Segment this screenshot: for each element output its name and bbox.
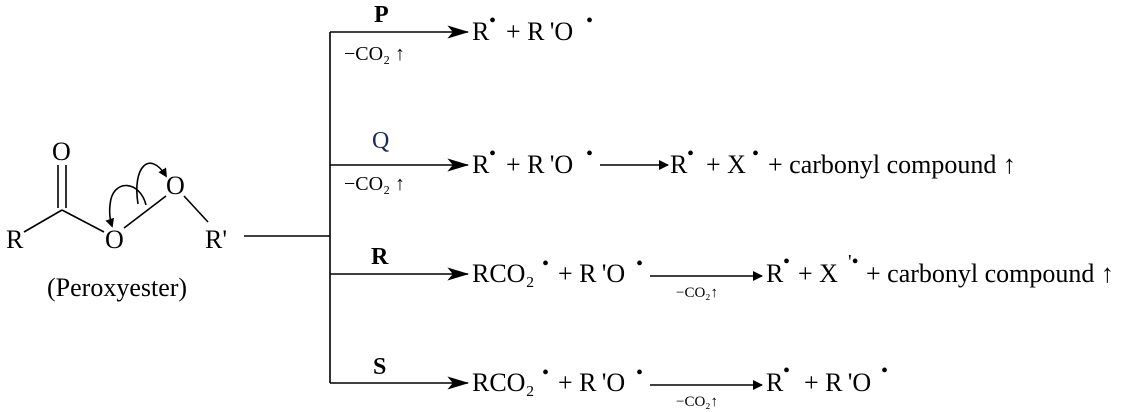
product-p-lead: R bbox=[472, 17, 490, 46]
atom-o-carbonyl: O bbox=[52, 137, 71, 166]
product-r-second-mid: + X bbox=[798, 259, 838, 288]
product-r-second-lead: R bbox=[766, 259, 784, 288]
product-q-lead: R bbox=[472, 150, 490, 179]
radical-dot-p2: • bbox=[586, 10, 593, 32]
bond-c-o-ester bbox=[61, 209, 105, 233]
product-q-second-mid: + X bbox=[706, 150, 746, 179]
product-q-rest: + R 'O bbox=[506, 150, 573, 179]
route-s: S RCO₂ • + R 'O • −CO₂↑ R • + R 'O • bbox=[330, 354, 888, 410]
radical-dot-s2: • bbox=[636, 362, 643, 384]
curved-arrow-lonepair-icon bbox=[136, 162, 167, 205]
atom-o-ester: O bbox=[105, 225, 124, 254]
peroxyester-caption: (Peroxyester) bbox=[47, 273, 187, 302]
route-label-s: S bbox=[373, 354, 386, 380]
product-s-second-lead: R bbox=[766, 368, 784, 397]
atom-o-peroxy: O bbox=[166, 171, 185, 200]
condition-q: −CO₂ ↑ bbox=[344, 173, 405, 195]
radical-dot-s4: • bbox=[881, 360, 888, 382]
product-r-second-tail: + carbonyl compound ↑ bbox=[866, 259, 1114, 288]
radical-dot-p1: • bbox=[489, 10, 496, 32]
route-label-p: P bbox=[374, 2, 389, 28]
product-s-second-tail: + R 'O bbox=[804, 368, 871, 397]
condition-s: −CO₂↑ bbox=[676, 394, 718, 410]
curved-arrow-bond-icon bbox=[105, 184, 147, 228]
route-r: R RCO₂ • + R 'O • −CO₂↑ R • + X '• + car… bbox=[330, 244, 1114, 301]
product-s-rest: + R 'O bbox=[558, 368, 625, 397]
radical-dot-s3: • bbox=[783, 360, 790, 382]
condition-r: −CO₂↑ bbox=[676, 285, 718, 301]
route-label-q: Q bbox=[372, 128, 389, 154]
radical-dot-q1: • bbox=[489, 143, 496, 165]
route-label-r: R bbox=[371, 244, 389, 270]
radical-dot-r1: • bbox=[542, 253, 549, 275]
product-q-second-lead: R bbox=[670, 150, 688, 179]
radical-dot-q2: • bbox=[586, 143, 593, 165]
route-p: P −CO₂ ↑ R • + R 'O • bbox=[330, 2, 593, 65]
product-q-second-tail: + carbonyl compound ↑ bbox=[768, 150, 1016, 179]
bond-r-carbonyl bbox=[23, 209, 63, 233]
product-s-lead: RCO₂ bbox=[472, 368, 535, 397]
atom-r: R bbox=[6, 225, 24, 254]
radical-dot-q3: • bbox=[687, 143, 694, 165]
product-r-rest: + R 'O bbox=[558, 259, 625, 288]
radical-dot-q4: • bbox=[752, 143, 759, 165]
x-radical-mark: '• bbox=[848, 251, 859, 273]
product-p-rest: + R 'O bbox=[506, 17, 573, 46]
peroxyester-structure: O R O O R' (Peroxyester) bbox=[6, 137, 227, 302]
atom-r-prime: R' bbox=[205, 225, 227, 254]
product-r-lead: RCO₂ bbox=[472, 259, 535, 288]
radical-dot-r3: • bbox=[783, 251, 790, 273]
bond-o-r-prime bbox=[183, 195, 209, 223]
radical-dot-r2: • bbox=[636, 253, 643, 275]
branch-connector bbox=[244, 32, 331, 383]
bond-o-o bbox=[123, 195, 167, 229]
route-q: Q −CO₂ ↑ R • + R 'O • R • + X • + carbon… bbox=[330, 128, 1016, 195]
radical-dot-s1: • bbox=[542, 362, 549, 384]
condition-p: −CO₂ ↑ bbox=[344, 43, 405, 65]
